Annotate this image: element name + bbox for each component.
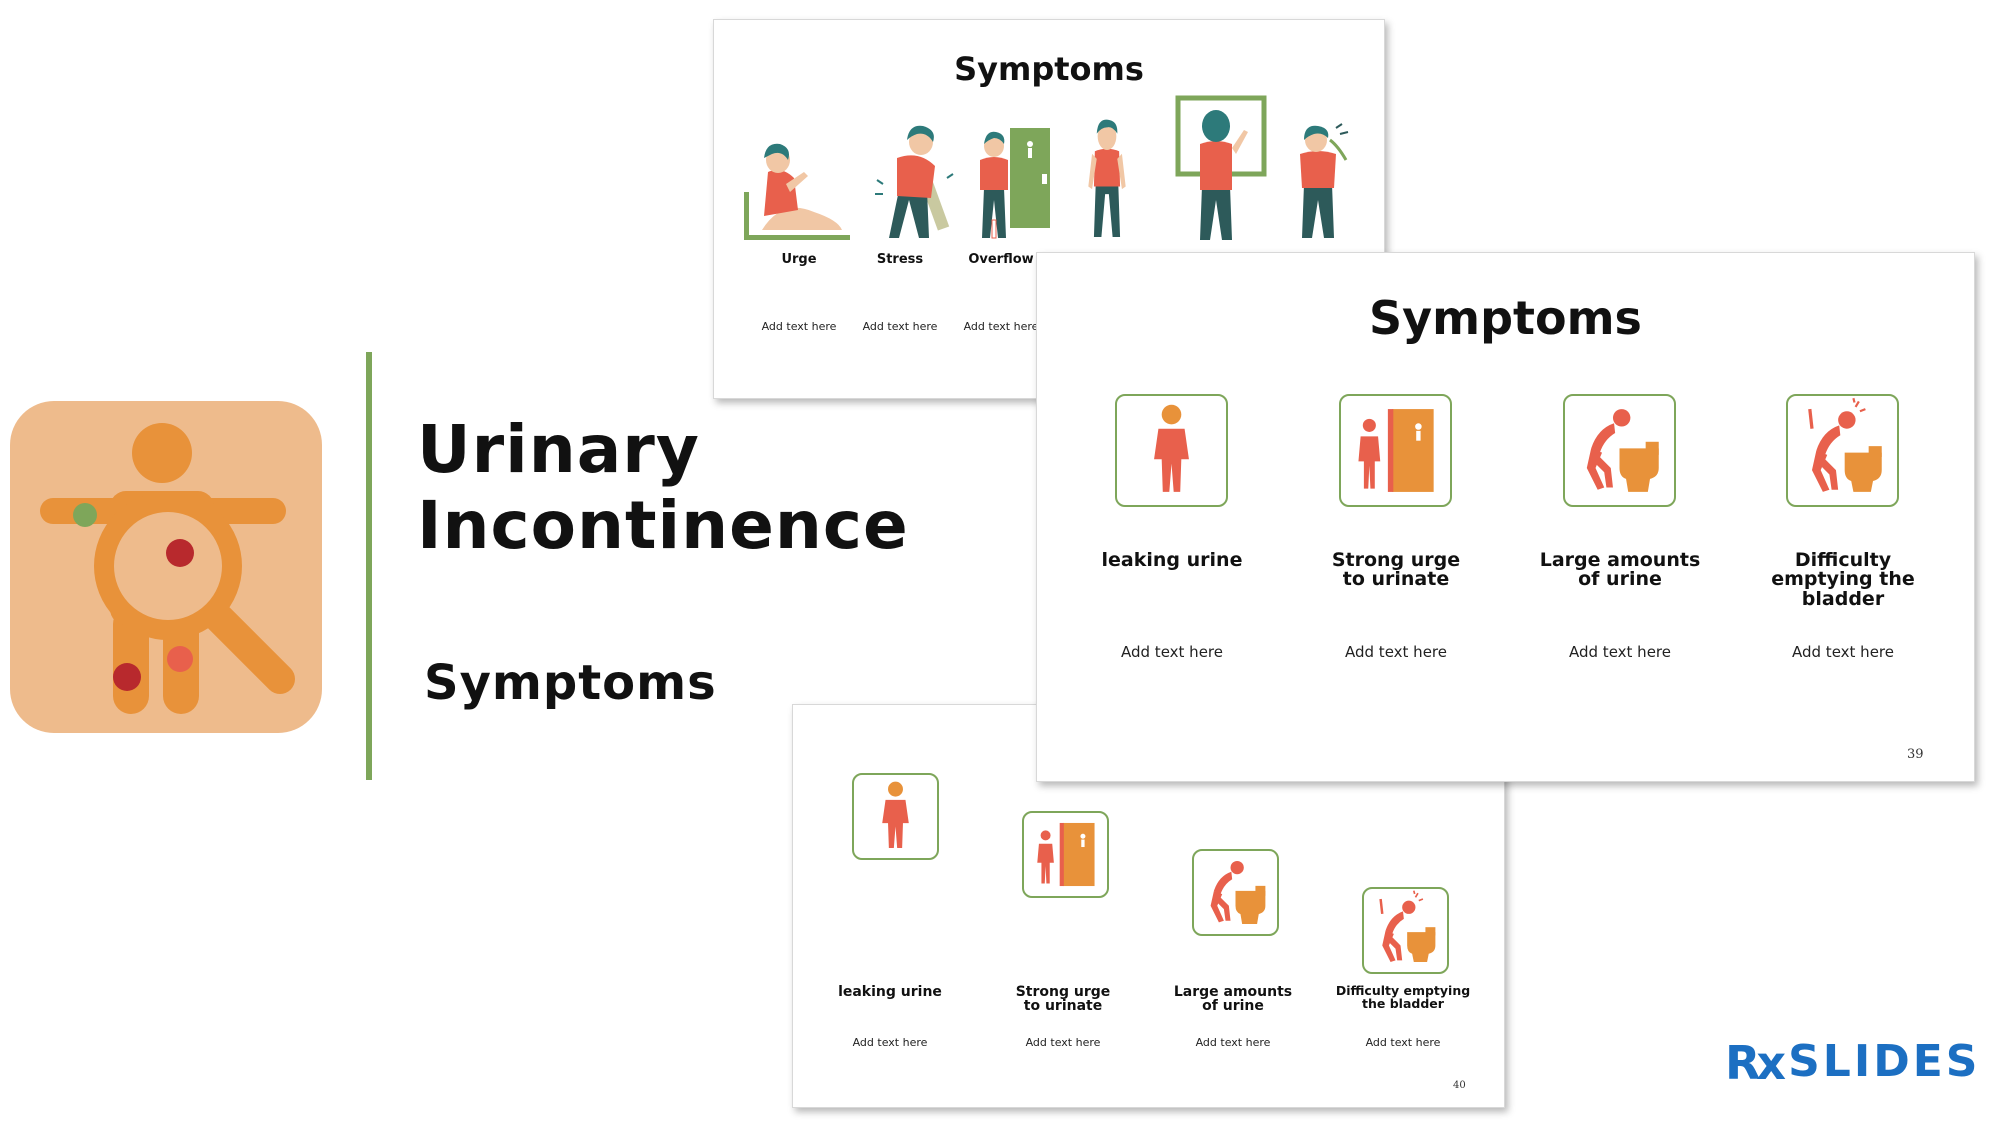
symptom-label-urge: Strong urge to urinate — [1015, 984, 1111, 1015]
body-magnifier-icon — [40, 423, 295, 714]
brand-rx: Rx — [1725, 1036, 1786, 1090]
slide-title: Symptoms — [954, 50, 1144, 88]
symptom-text: Add text here — [1121, 643, 1223, 661]
page-subtitle: Symptoms — [424, 655, 717, 711]
symptom-text: Add text here — [1792, 643, 1894, 661]
woman-urge-illustration — [742, 132, 852, 242]
app-logo — [10, 401, 322, 733]
slide-title: Symptoms — [1369, 291, 1642, 345]
person-strain-toilet-icon — [1786, 394, 1899, 507]
symptom-label-large: Large amounts of urine — [1173, 984, 1293, 1015]
symptom-label-overflow: Overflow — [968, 252, 1034, 267]
symptom-label-leaking: leaking urine — [1101, 549, 1243, 571]
title-line-2: Incontinence — [417, 487, 909, 564]
page-title: Urinary Incontinence — [417, 412, 909, 564]
symptom-text-stress: Add text here — [862, 320, 938, 333]
brand-name: SLIDES — [1788, 1036, 1981, 1087]
symptom-text-overflow: Add text here — [963, 320, 1039, 333]
person-leaking-icon — [1115, 394, 1228, 507]
woman-overflow-illustration — [972, 126, 1052, 242]
person-leaking-icon — [852, 773, 939, 860]
symptom-label-leaking: leaking urine — [838, 984, 942, 1000]
woman-standing-illustration — [1079, 116, 1135, 242]
woman-mirror-illustration — [1174, 94, 1268, 242]
person-strain-toilet-icon — [1362, 887, 1449, 974]
symptom-text: Add text here — [1195, 1036, 1271, 1049]
title-line-1: Urinary — [417, 411, 700, 488]
symptom-text: Add text here — [852, 1036, 928, 1049]
symptom-label-urge: Strong urge to urinate — [1331, 549, 1461, 591]
page-number: 40 — [1453, 1080, 1466, 1091]
page-number: 39 — [1907, 747, 1924, 762]
person-toilet-icon — [1192, 849, 1279, 936]
symptom-text: Add text here — [1365, 1036, 1441, 1049]
symptom-text: Add text here — [1569, 643, 1671, 661]
symptom-label-stress: Stress — [876, 252, 924, 267]
symptom-label-difficulty: Difficulty emptying the bladder — [1771, 549, 1915, 610]
slide-thumbnail-right[interactable]: Symptoms leaking urine Strong urge to ur… — [1036, 252, 1975, 782]
symptom-label-urge: Urge — [781, 252, 817, 267]
woman-sneeze-illustration — [1286, 120, 1358, 242]
person-toilet-icon — [1563, 394, 1676, 507]
woman-stress-illustration — [869, 120, 964, 242]
symptom-text-urge: Add text here — [761, 320, 837, 333]
symptom-text: Add text here — [1345, 643, 1447, 661]
symptom-label-difficulty: Difficulty emptying the bladder — [1335, 983, 1471, 1011]
vertical-divider — [366, 352, 372, 780]
symptom-text: Add text here — [1025, 1036, 1101, 1049]
person-door-icon — [1022, 811, 1109, 898]
person-door-icon — [1339, 394, 1452, 507]
symptom-label-large: Large amounts of urine — [1539, 549, 1701, 591]
